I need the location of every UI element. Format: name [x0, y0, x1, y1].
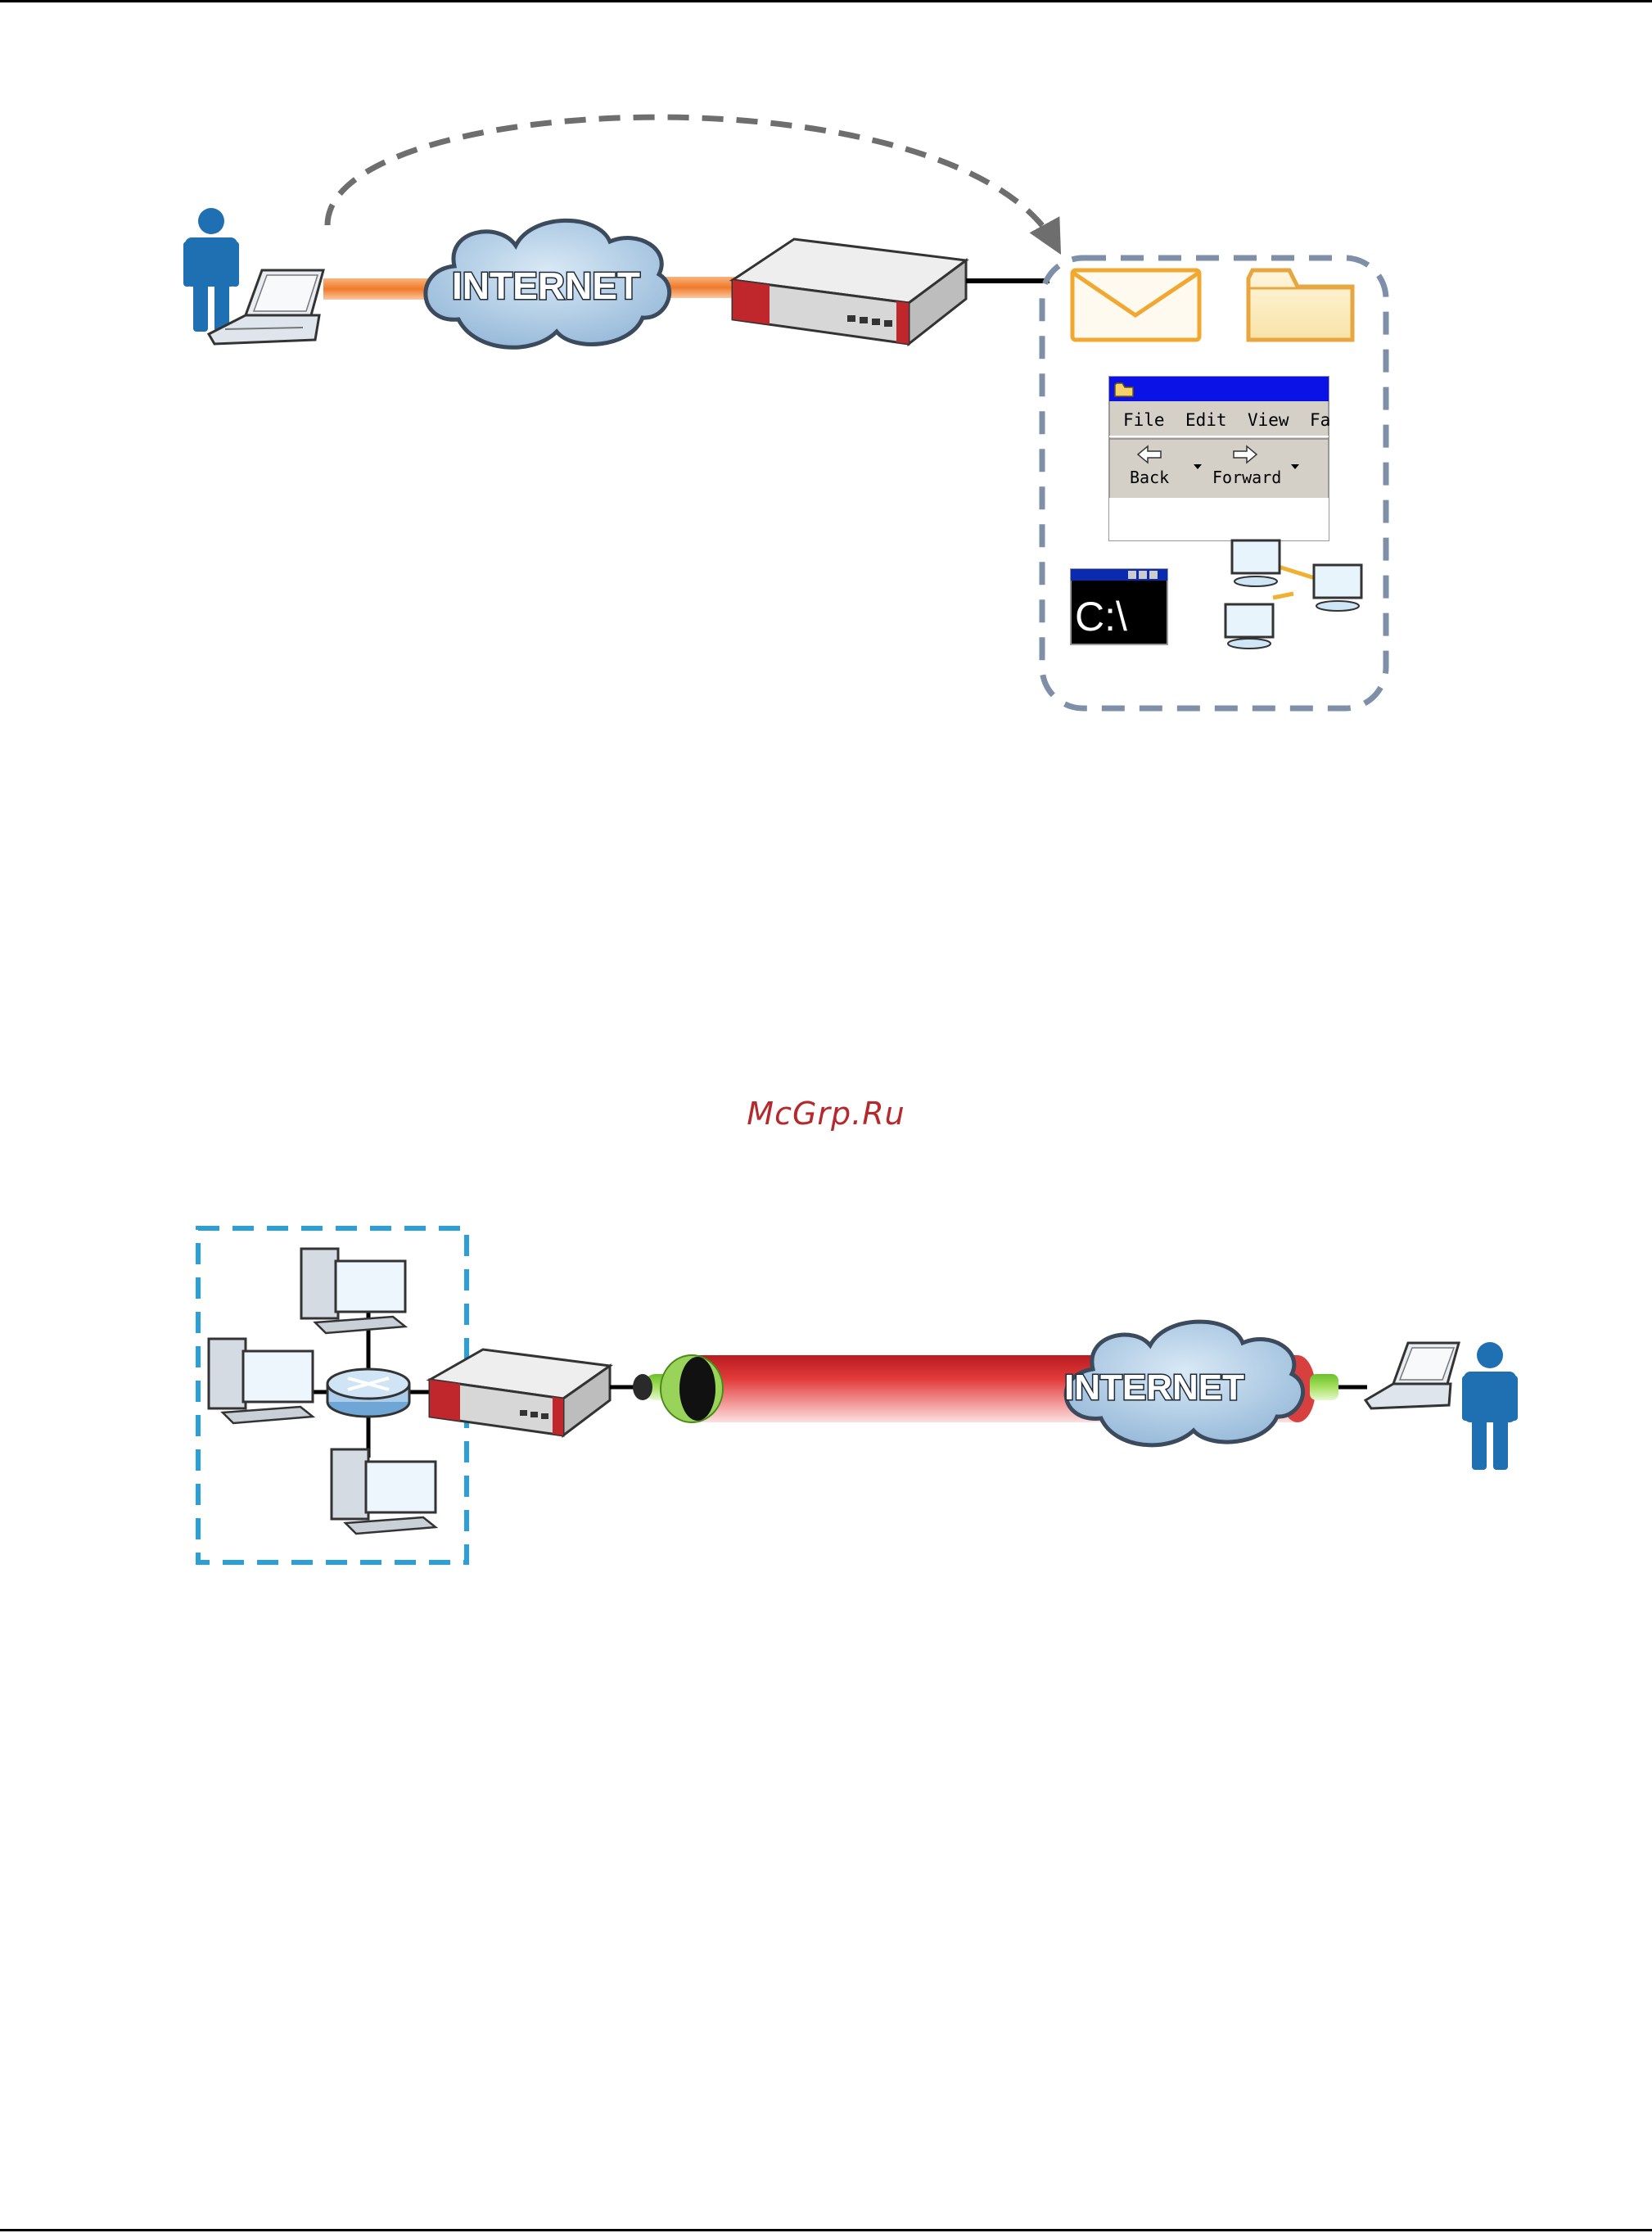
laptop-icon-2	[1365, 1343, 1459, 1408]
internet-cloud-icon-2: INTERNET	[1064, 1322, 1303, 1445]
watermark: McGrp.Ru	[0, 1096, 1652, 1132]
dashed-arrow-arc	[327, 117, 1056, 246]
top-rule	[0, 0, 1652, 2]
firewall-device-icon	[733, 239, 966, 344]
internet-label: INTERNET	[452, 264, 640, 307]
internet-cloud-icon: INTERNET	[426, 220, 670, 347]
folder-icon	[1248, 270, 1352, 340]
workstation-left-icon	[209, 1339, 313, 1423]
workstation-bottom-icon	[332, 1449, 436, 1534]
internet-label-2: INTERNET	[1064, 1367, 1244, 1408]
command-prompt-text: C:\	[1075, 594, 1127, 640]
email-envelope-icon	[1072, 270, 1199, 340]
link-laptop-internet	[323, 278, 430, 300]
back-label: Back	[1130, 468, 1169, 487]
bottom-rule	[0, 2229, 1652, 2231]
command-prompt-window: C:\	[1071, 569, 1167, 644]
menu-favorites: Fa	[1310, 410, 1330, 430]
network-computers-icon	[1225, 540, 1361, 649]
person-icon	[183, 208, 239, 332]
figure-vpn-tunnel: INTERNET	[0, 1212, 1652, 1572]
forward-label: Forward	[1212, 468, 1281, 487]
workstation-top-icon	[301, 1249, 405, 1333]
file-explorer-window: File Edit View Fa Back Forward	[1109, 377, 1330, 540]
firewall-device-icon-2	[430, 1349, 610, 1435]
network-switch-icon	[327, 1369, 409, 1417]
person-icon-2	[1462, 1342, 1518, 1470]
menu-file: File	[1123, 410, 1165, 430]
menu-edit: Edit	[1185, 410, 1227, 430]
menu-view: View	[1248, 410, 1289, 430]
figure-remote-access: INTERNET File Edit View Fa	[0, 106, 1652, 729]
